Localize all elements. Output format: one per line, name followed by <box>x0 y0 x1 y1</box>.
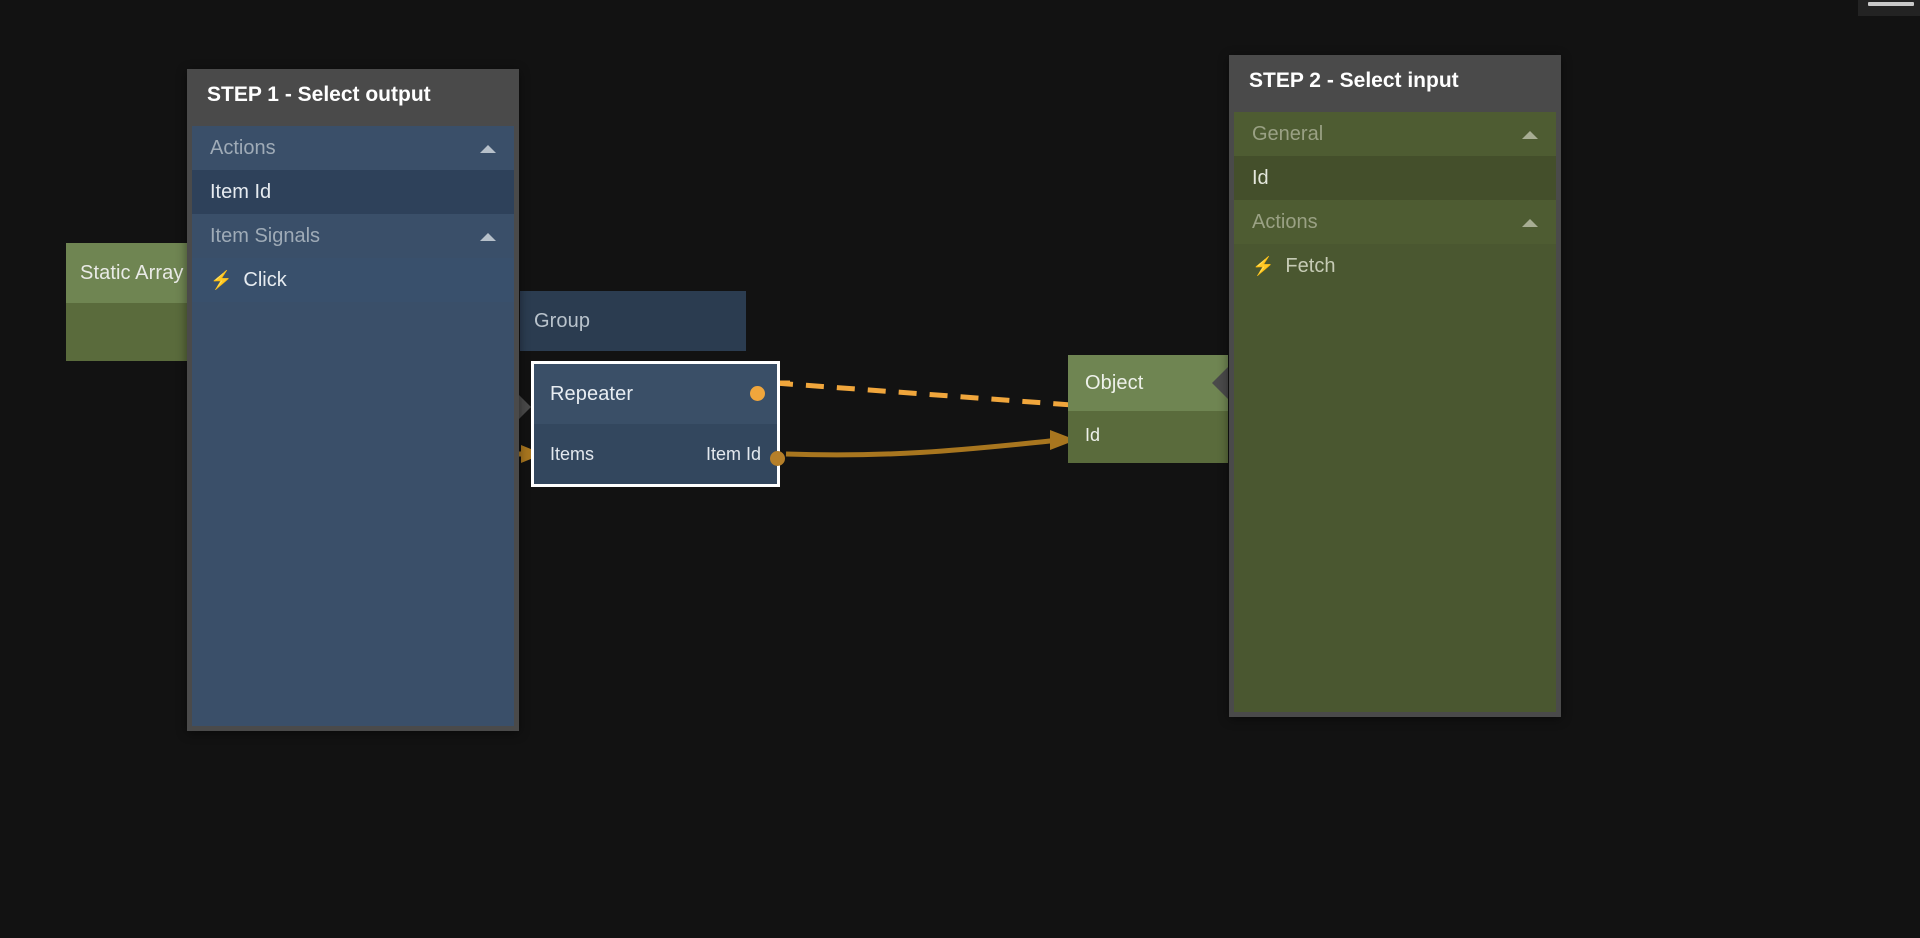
panel-step1-row-click[interactable]: ⚡ Click <box>192 258 514 302</box>
port-dot-click-output[interactable] <box>750 386 765 401</box>
panel-step1-row-item-id-label: Item Id <box>210 180 272 203</box>
port-label-object-id[interactable]: Id <box>1085 425 1101 445</box>
panel-step2-filler <box>1234 288 1556 712</box>
panel-step1-row-actions-label: Actions <box>210 136 276 159</box>
node-object-right-chevron-icon <box>1212 367 1228 399</box>
panel-step2-list[interactable]: General Id Actions ⚡ Fetch <box>1234 112 1556 712</box>
node-repeater-title: Repeater <box>550 382 634 405</box>
panel-step2-row-actions[interactable]: Actions <box>1234 200 1556 244</box>
node-repeater-body: Items Item Id <box>534 424 785 484</box>
node-object[interactable]: Object Id <box>1068 355 1228 463</box>
node-repeater-header: Repeater <box>534 364 777 424</box>
port-label-item-id[interactable]: Item Id <box>705 444 761 464</box>
panel-step1-row-click-label: Click <box>243 268 287 291</box>
node-object-body: Id <box>1068 411 1228 463</box>
panel-step1-title: STEP 1 - Select output <box>207 83 431 106</box>
bolt-icon: ⚡ <box>210 270 233 290</box>
panel-step2-select-input[interactable]: STEP 2 - Select input General Id Actions… <box>1229 55 1561 717</box>
panel-step2-row-id[interactable]: Id <box>1234 156 1556 200</box>
panel-step1-row-actions[interactable]: Actions <box>192 126 514 170</box>
panel-step2-row-actions-label: Actions <box>1252 210 1318 233</box>
node-group-title: Group <box>534 309 591 332</box>
panel-step2-title: STEP 2 - Select input <box>1249 69 1459 92</box>
node-group-header: Group <box>520 291 746 351</box>
chevron-up-icon[interactable] <box>480 145 496 153</box>
node-repeater-left-chevron-icon <box>515 391 531 423</box>
hamburger-menu-icon <box>1868 2 1914 6</box>
node-object-header: Object <box>1068 355 1228 411</box>
panel-step1-row-item-signals[interactable]: Item Signals <box>192 214 514 258</box>
panel-step1-list[interactable]: Actions Item Id Item Signals ⚡ Click <box>192 126 514 726</box>
panel-step2-row-fetch-label: Fetch <box>1285 254 1336 277</box>
node-group[interactable]: Group <box>520 291 746 351</box>
panel-step1-row-item-id[interactable]: Item Id <box>192 170 514 214</box>
node-repeater[interactable]: Repeater Items Item Id <box>515 361 785 487</box>
port-dot-item-id-output[interactable] <box>770 451 785 466</box>
window-menu-button[interactable] <box>1858 0 1920 16</box>
chevron-up-icon[interactable] <box>480 233 496 241</box>
panel-step2-row-general-label: General <box>1252 122 1324 145</box>
panel-step1-row-item-signals-label: Item Signals <box>210 224 321 247</box>
chevron-up-icon[interactable] <box>1522 219 1538 227</box>
panel-step2-row-general[interactable]: General <box>1234 112 1556 156</box>
chevron-up-icon[interactable] <box>1522 131 1538 139</box>
node-repeater-port-row: Items Item Id <box>534 444 777 465</box>
port-label-items[interactable]: Items <box>550 444 595 464</box>
edge-value-line <box>785 437 1061 458</box>
panel-step1-select-output[interactable]: STEP 1 - Select output Actions Item Id I… <box>187 69 519 731</box>
node-static-array-title: Static Array <box>80 261 184 284</box>
panel-step2-row-fetch[interactable]: ⚡ Fetch <box>1234 244 1556 288</box>
panel-step1-filler <box>192 302 514 726</box>
node-object-title: Object <box>1085 371 1144 394</box>
panel-step2-row-id-label: Id <box>1252 166 1269 189</box>
bolt-icon: ⚡ <box>1252 256 1275 276</box>
